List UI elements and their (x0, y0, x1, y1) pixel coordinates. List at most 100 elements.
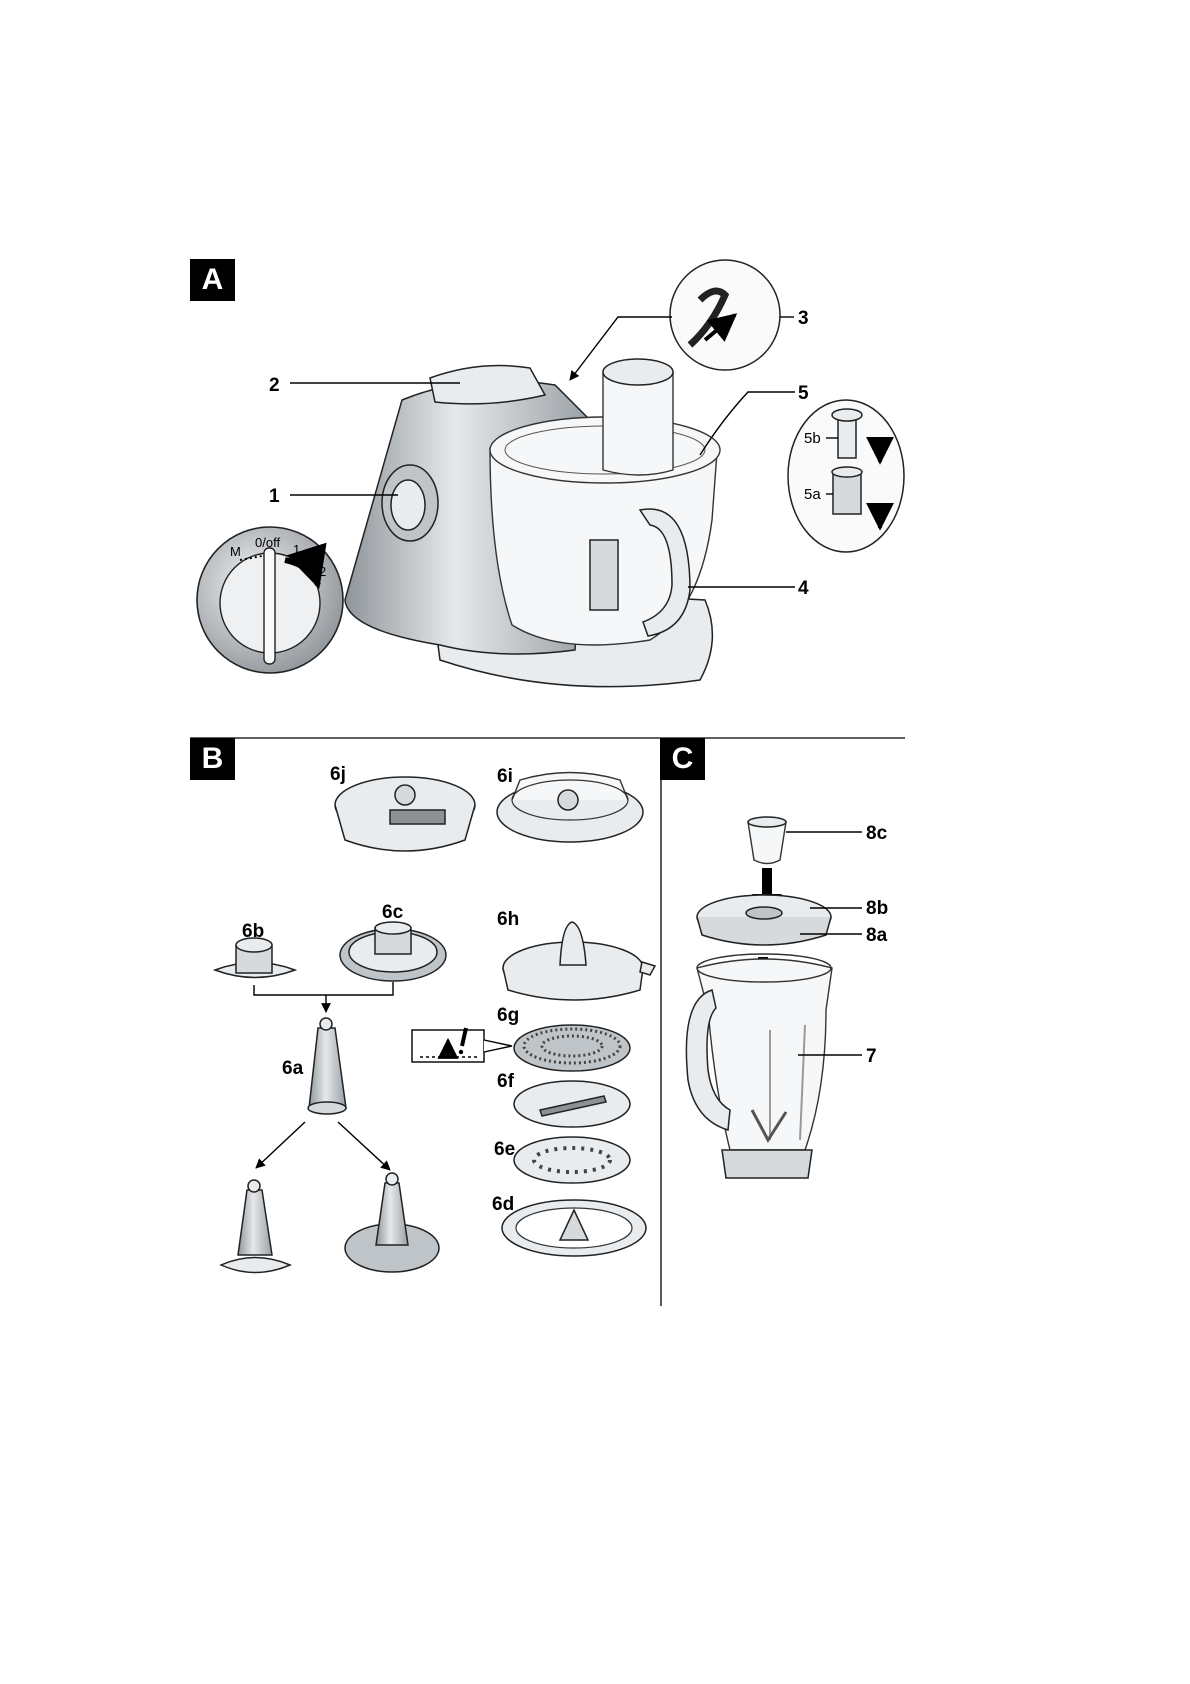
dial-label-2: 2 (319, 564, 326, 579)
label-6e: 6e (494, 1139, 515, 1160)
label-5b: 5b (804, 430, 821, 447)
lid-opening (745, 906, 783, 920)
bowl-handle (638, 508, 691, 637)
inset-circle-3 (669, 259, 781, 371)
disc-6g-holes (522, 1027, 622, 1065)
dial-label-m: M (230, 544, 241, 559)
drive-shaft-6a-base (307, 1101, 347, 1115)
dial-turn-arrow (284, 542, 327, 590)
dial-dots (239, 555, 263, 561)
label-4: 4 (798, 578, 809, 599)
label-6c: 6c (382, 902, 404, 923)
blade-6b (212, 937, 298, 979)
jug-handle (685, 989, 731, 1131)
speed-dial-detail: M 0/off 1 2 (196, 526, 344, 674)
assembly-shaft-disc (344, 1172, 440, 1273)
measuring-cup-8c (747, 821, 787, 865)
dial-grip (263, 547, 276, 665)
drive-shaft-6a-body (308, 1027, 347, 1109)
blender-jug-7 (696, 958, 833, 1151)
disc-6j (334, 776, 476, 852)
label-2: 2 (269, 375, 280, 396)
disc-6g-plate (513, 1024, 631, 1072)
dial-label-1: 1 (293, 542, 300, 557)
pusher-5a (832, 471, 862, 515)
disc-6e (513, 1136, 631, 1184)
assembly-shaft-blade (219, 1179, 292, 1274)
arrow-6a-right (337, 1121, 391, 1171)
pusher-5b-cap (831, 408, 863, 422)
citrus-press-cone (559, 921, 587, 966)
inset-cord-storage (669, 259, 781, 371)
label-5: 5 (798, 383, 809, 404)
disc-6i-rim (511, 779, 629, 821)
citrus-press-tab (639, 961, 657, 976)
feed-tube (602, 371, 674, 476)
disc-6f-blade (539, 1095, 607, 1117)
disc-6i (496, 771, 644, 843)
citrus-press-6h (502, 921, 657, 1001)
citrus-press-wall (502, 967, 644, 1001)
drive-spindle (589, 539, 619, 611)
section-c-badge: C (660, 738, 705, 780)
label-7: 7 (866, 1046, 877, 1067)
dial-label-off: 0/off (255, 535, 280, 550)
disc-holder-6d (501, 1199, 647, 1257)
callout-exclamation (460, 1027, 468, 1047)
disc-6j-grid (389, 809, 446, 825)
label-6a: 6a (282, 1058, 304, 1079)
connector-6b-6c (253, 982, 394, 996)
blade-6b-top (235, 937, 273, 953)
jug-rim (696, 953, 832, 983)
callout-pointer (483, 1039, 513, 1053)
disc-6c-top (374, 921, 412, 935)
assembly-right-tip (385, 1172, 399, 1186)
drive-shaft-6a-tip (319, 1017, 333, 1031)
label-6f: 6f (497, 1071, 515, 1092)
top-cover (429, 364, 547, 405)
disc-6f (513, 1080, 631, 1128)
measuring-cup-rim (747, 816, 787, 828)
jug-rib-2 (799, 1024, 806, 1141)
label-6d: 6d (492, 1194, 514, 1215)
lid-ring-8a (696, 916, 832, 946)
disc-6g-holes-inner (540, 1034, 604, 1058)
label-6h: 6h (497, 909, 519, 930)
label-1: 1 (269, 486, 280, 507)
orientation-callout (411, 1027, 513, 1063)
label-8a: 8a (866, 925, 888, 946)
label-6i: 6i (497, 766, 513, 787)
pointer-3 (569, 316, 672, 381)
section-b-badge: B (190, 738, 235, 780)
inset-pusher (787, 399, 905, 553)
disc-6e-holes (532, 1146, 612, 1174)
switch-knob (390, 479, 426, 531)
label-5a: 5a (804, 486, 821, 503)
pusher-5b (837, 417, 857, 459)
disc-6e-plate (513, 1136, 631, 1184)
blender-assembly (685, 816, 833, 1179)
cord (687, 287, 730, 348)
assembly-left-tip (247, 1179, 261, 1193)
label-8c: 8c (866, 823, 888, 844)
leader-5 (699, 391, 795, 456)
disc-6c (339, 921, 447, 982)
jug-base (721, 1149, 813, 1179)
arrow-6a-left (255, 1121, 306, 1169)
pusher-top (602, 358, 674, 386)
label-6g: 6g (497, 1005, 519, 1026)
label-6j: 6j (330, 764, 346, 785)
disc-6i-cage (511, 771, 629, 801)
disc-6j-hub (394, 784, 416, 806)
disc-6i-hub (557, 789, 579, 811)
disc-6g (513, 1024, 631, 1072)
label-3: 3 (798, 308, 809, 329)
label-8b: 8b (866, 898, 888, 919)
pusher-5a-cap (831, 466, 863, 478)
label-6b: 6b (242, 921, 264, 942)
assembly-right-shaft (375, 1182, 409, 1246)
cord-arrow (703, 313, 738, 342)
drive-shaft-6a (307, 1017, 347, 1115)
